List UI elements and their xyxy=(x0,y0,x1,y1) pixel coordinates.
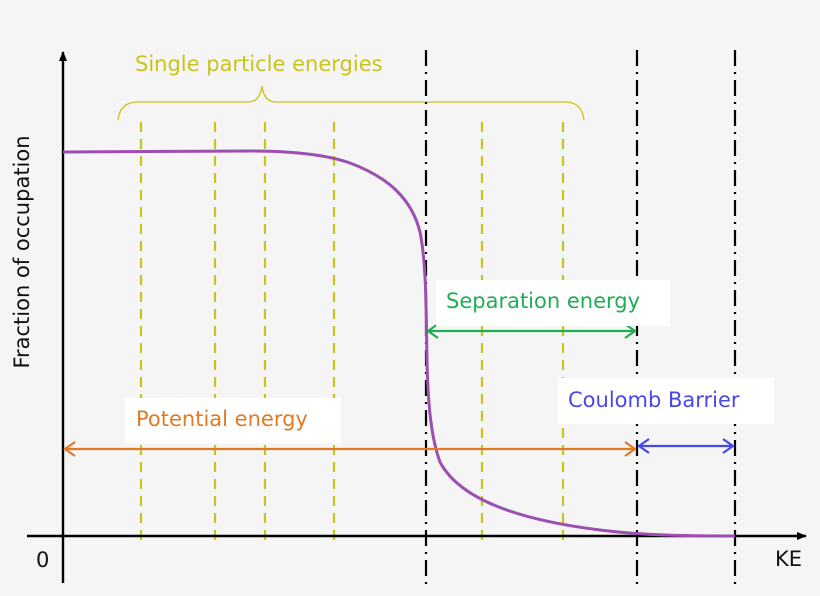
separation-arrow xyxy=(426,323,637,339)
coulomb-label: Coulomb Barrier xyxy=(568,388,740,412)
y-axis-label: Fraction of occupation xyxy=(10,135,34,369)
origin-label: 0 xyxy=(36,548,50,572)
coulomb-label-box xyxy=(558,378,774,424)
potential-label: Potential energy xyxy=(136,407,308,431)
axes xyxy=(27,51,807,583)
separation-label-box xyxy=(436,280,670,326)
single-particle-brace xyxy=(117,85,585,121)
occupation-curve xyxy=(62,149,736,538)
potential-arrow xyxy=(63,441,637,457)
single-particle-label: Single particle energies xyxy=(135,52,383,76)
single-particle-lines xyxy=(139,122,565,546)
x-axis-label: KE xyxy=(775,547,803,571)
coulomb-arrow xyxy=(637,438,735,454)
potential-label-box xyxy=(125,398,341,443)
separation-label: Separation energy xyxy=(446,289,641,313)
